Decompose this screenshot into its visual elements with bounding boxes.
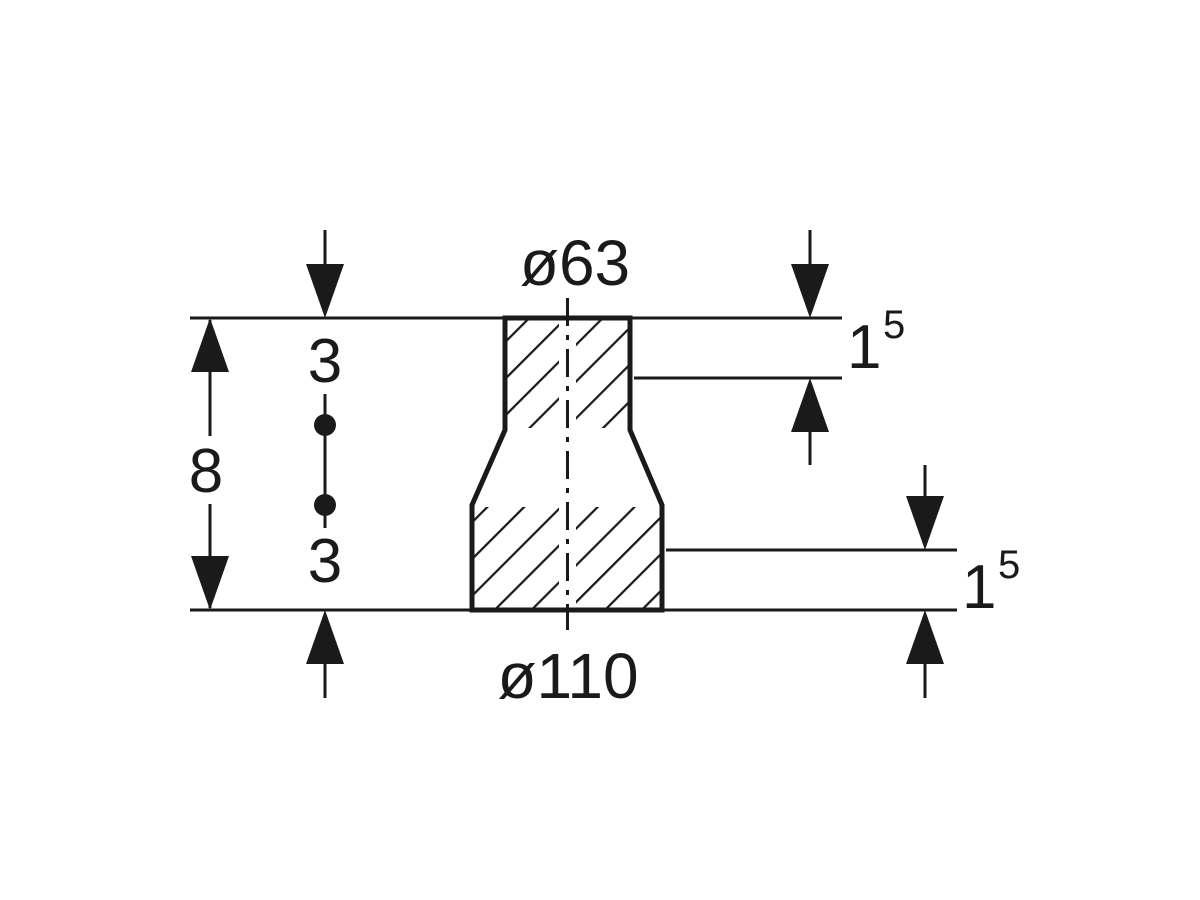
label-right-bottom-main: 1 (962, 553, 996, 622)
reducer-outline (469, 315, 665, 613)
dimension-dot-upper (314, 414, 336, 436)
arrow-down-left-top (306, 264, 344, 318)
label-right-bottom-sup: 5 (998, 543, 1020, 587)
arrow-up-right-top (791, 378, 829, 432)
dimension-dot-lower (314, 494, 336, 516)
arrow-up-left-bottom (306, 610, 344, 664)
arrow-up-right-bottom (906, 610, 944, 664)
label-bottom-diameter: ø110 (497, 640, 638, 712)
label-right-top-sup: 5 (883, 303, 905, 347)
arrow-down-right-top (791, 264, 829, 318)
label-left-overall: 8 (189, 437, 223, 506)
arrow-down-right-bottom (906, 496, 944, 550)
label-left-top: 3 (308, 327, 342, 396)
label-left-bottom: 3 (308, 527, 342, 596)
label-right-top-main: 1 (847, 313, 881, 382)
label-top-diameter: ø63 (520, 227, 630, 299)
arrow-down-left-overall (191, 556, 229, 610)
